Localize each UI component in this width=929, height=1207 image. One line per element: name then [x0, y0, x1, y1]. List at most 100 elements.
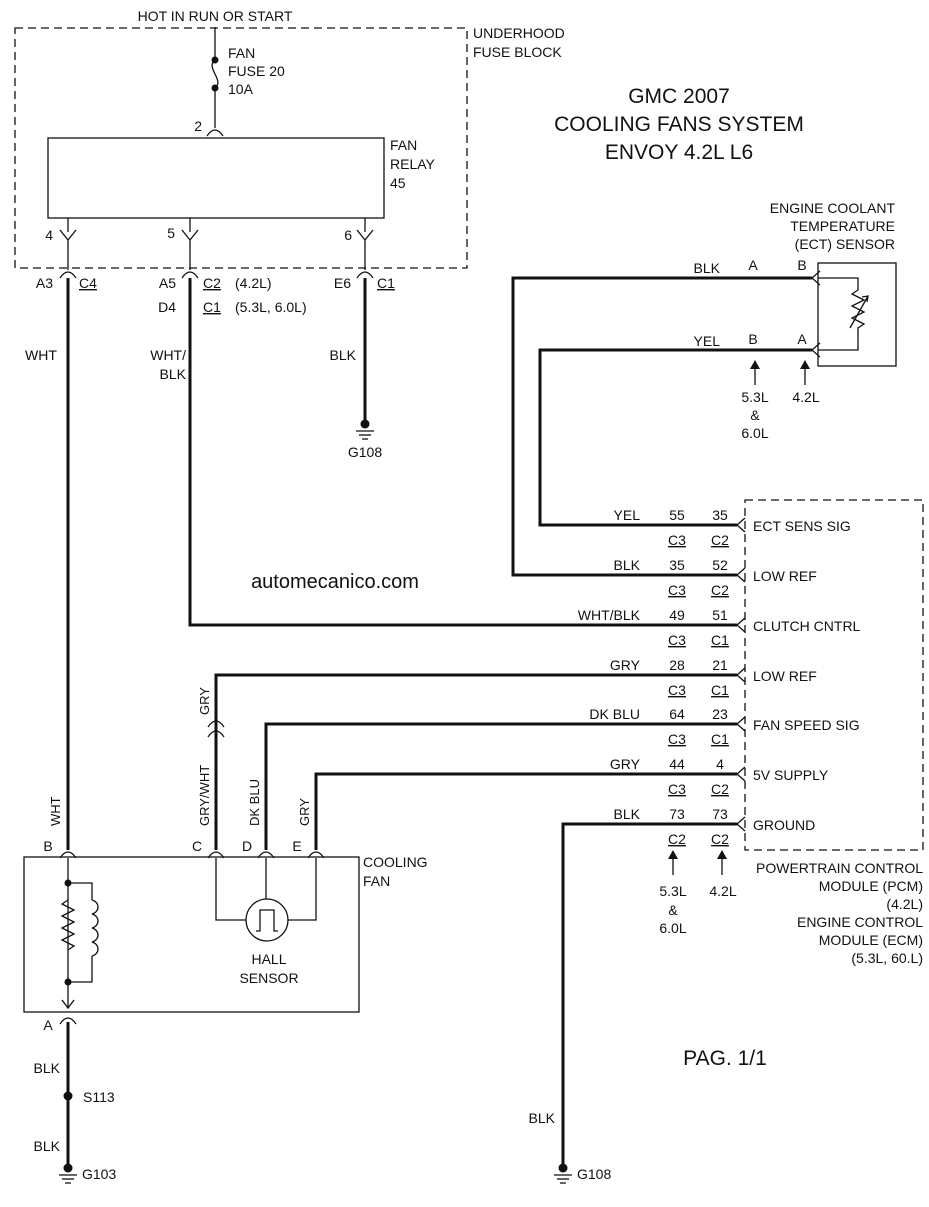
- hall-sensor-symbol: [245, 898, 289, 942]
- conn-a3-label: A3: [36, 275, 53, 291]
- ect-arrow-left: [750, 360, 760, 385]
- pcm-pin-number-1: 28: [669, 657, 685, 673]
- pcm-connector-id-2: C1: [711, 731, 729, 747]
- pcm-note-left-3: 6.0L: [659, 920, 686, 936]
- pcm-connector-id-2: C2: [711, 532, 729, 548]
- pcm-connector-id-1: C3: [668, 532, 686, 548]
- pcm-wire-color: BLK: [614, 806, 641, 822]
- pcm-pin-number-2: 51: [712, 607, 728, 623]
- pcm-connector-pin: [736, 567, 746, 583]
- pcm-connector-pin: [736, 716, 746, 732]
- pcm-name-5: MODULE (ECM): [819, 932, 923, 948]
- blk-1-label: BLK: [34, 1060, 61, 1076]
- motor-resistor-symbol: [60, 899, 76, 951]
- pcm-connector-id-1: C3: [668, 781, 686, 797]
- wht-blk-label-1: WHT/: [150, 347, 186, 363]
- pcm-pin-number-1: 73: [669, 806, 685, 822]
- wht-blk-wire: [188, 278, 737, 627]
- hall-pulse-icon: [256, 909, 278, 932]
- watermark: automecanico.com: [251, 571, 419, 593]
- pcm-wire-color: YEL: [614, 507, 641, 523]
- pcm-pin-number-1: 35: [669, 557, 685, 573]
- fuse-label-2: FUSE 20: [228, 63, 285, 79]
- pcm-pin-number-1: 64: [669, 706, 685, 722]
- ect-name-3: (ECT) SENSOR: [795, 236, 895, 252]
- relay-pin-6-label: 6: [344, 227, 352, 243]
- ect-name-1: ENGINE COOLANT: [770, 200, 896, 216]
- inline-connector-gry: [207, 720, 225, 728]
- pcm-connector-pin: [736, 766, 746, 782]
- connector-e6: [356, 271, 374, 279]
- pcm-note-right: 4.2L: [709, 883, 736, 899]
- fan-pin-a-label: A: [43, 1017, 53, 1033]
- pcm-pin-number-2: 35: [712, 507, 728, 523]
- ect-name-2: TEMPERATURE: [790, 218, 895, 234]
- pcm-circuit-label: FAN SPEED SIG: [753, 717, 860, 733]
- gry-5v-wire: [314, 772, 737, 850]
- pcm-circuit-label: ECT SENS SIG: [753, 518, 851, 534]
- pcm-note-left-2: &: [668, 902, 678, 918]
- title-line-1: GMC 2007: [628, 85, 730, 108]
- conn-a5-label: A5: [159, 275, 176, 291]
- pcm-arrow-left: [668, 850, 678, 875]
- fuse-symbol: [211, 59, 219, 89]
- pcm-name-4: ENGINE CONTROL: [797, 914, 923, 930]
- pcm-wire-color: BLK: [614, 557, 641, 573]
- pcm-connector-id-1: C3: [668, 731, 686, 747]
- pcm-name-1: POWERTRAIN CONTROL: [756, 860, 923, 876]
- ect-note-left-3: 6.0L: [741, 425, 768, 441]
- ect-note-left-1: 5.3L: [741, 389, 768, 405]
- fan-relay-box: [47, 137, 385, 219]
- supply-label: HOT IN RUN OR START: [138, 8, 293, 24]
- wht-blk-label-2: BLK: [160, 366, 187, 382]
- pcm-pin-number-1: 44: [669, 756, 685, 772]
- s113-label: S113: [83, 1089, 115, 1105]
- fan-pin-b-connector: [59, 851, 77, 859]
- relay-label-1: FAN: [390, 137, 417, 153]
- pcm-connector-id-2: C1: [711, 682, 729, 698]
- relay-label-2: RELAY: [390, 156, 436, 172]
- gry-e-wire-label: GRY: [297, 798, 312, 826]
- pcm-circuit-label: 5V SUPPLY: [753, 767, 829, 783]
- ect-pin-1a: A: [748, 257, 758, 273]
- pcm-circuit-label: GROUND: [753, 817, 815, 833]
- ect-pin-2b: A: [797, 331, 807, 347]
- pcm-connector-id-1: C3: [668, 582, 686, 598]
- fan-pin-a-connector: [59, 1017, 77, 1025]
- pcm-name-2: MODULE (PCM): [819, 878, 923, 894]
- pcm-note-left-1: 5.3L: [659, 883, 686, 899]
- pcm-connector-pin: [736, 517, 746, 533]
- blk-g108-wire-label: BLK: [330, 347, 357, 363]
- conn-c1-label: C1: [203, 299, 221, 315]
- fan-pin-b-label: B: [43, 838, 52, 854]
- relay-pin-4-label: 4: [45, 227, 53, 243]
- ect-pin-2a: B: [748, 331, 757, 347]
- connector-a5: [181, 271, 199, 279]
- gry-wire-label: GRY: [197, 687, 212, 715]
- ect-arrow-right: [800, 360, 810, 385]
- pcm-connector-id-1: C2: [668, 831, 686, 847]
- ground-symbol-g103: [59, 1163, 77, 1184]
- ground-symbol-g108-top: [356, 419, 374, 440]
- fan-pin-e-connector: [307, 851, 325, 859]
- blk-2-label: BLK: [34, 1138, 61, 1154]
- pcm-connector-id-2: C1: [711, 632, 729, 648]
- fan-pin-d-connector: [257, 851, 275, 859]
- ect-wire-2-label: YEL: [694, 333, 721, 349]
- pcm-circuit-label: LOW REF: [753, 668, 817, 684]
- conn-d4-label: D4: [158, 299, 176, 315]
- pcm-connector-id-2: C2: [711, 781, 729, 797]
- pcm-connector-id-2: C2: [711, 831, 729, 847]
- wht-wire-label-b: WHT: [48, 796, 63, 826]
- dk-blu-wire-label: DK BLU: [247, 779, 262, 826]
- pcm-pin-number-1: 55: [669, 507, 685, 523]
- g103-label: G103: [82, 1166, 116, 1182]
- fuse-block-name-1: UNDERHOOD: [473, 25, 565, 41]
- pcm-pin-number-2: 21: [712, 657, 728, 673]
- pcm-pin-number-2: 73: [712, 806, 728, 822]
- fan-name-1: COOLING: [363, 854, 428, 870]
- pcm-connector-pin: [736, 617, 746, 633]
- relay-pin-2-connector: [206, 129, 224, 137]
